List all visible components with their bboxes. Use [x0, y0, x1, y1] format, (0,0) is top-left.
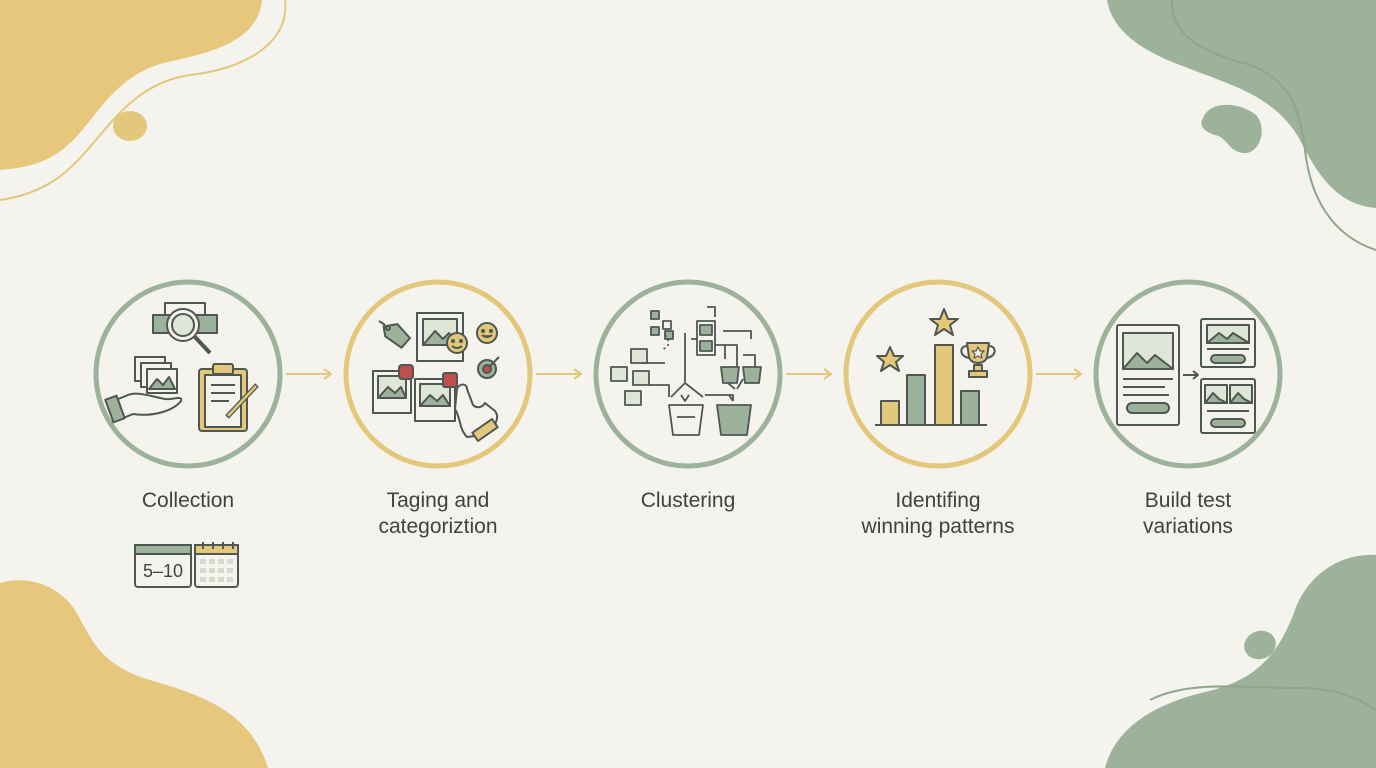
step-label-winning-patterns: Identifing winning patterns	[861, 489, 1015, 538]
step-label-tagging: Taging and categoriztion	[378, 489, 498, 538]
bottom-right-dot	[1244, 630, 1276, 660]
bottom-right-outline	[1149, 685, 1376, 711]
top-right-blob	[1107, 0, 1376, 208]
arrow-4	[1036, 368, 1083, 380]
step-label-test-variations: Build test variations	[1143, 489, 1233, 538]
calendar-icon: 5–10	[134, 542, 239, 588]
arrow-1	[286, 368, 333, 380]
test-variations-icon	[1093, 279, 1283, 469]
arrow-2	[536, 368, 583, 380]
bottom-right-blob	[1105, 554, 1376, 768]
top-left-blob	[0, 0, 262, 170]
top-left-dot	[113, 111, 147, 141]
collection-icon	[93, 279, 283, 469]
top-right-outline	[1170, 0, 1376, 251]
clustering-icon	[593, 279, 783, 469]
top-left-outline	[0, 0, 287, 201]
arrow-3	[786, 368, 833, 380]
top-right-dot	[1201, 104, 1262, 154]
step-label-clustering: Clustering	[640, 489, 736, 512]
calendar-range-text: 5–10	[143, 561, 183, 581]
step-label-collection: Collection	[141, 489, 235, 512]
bottom-left-blob	[0, 580, 268, 768]
winning-patterns-icon	[843, 279, 1033, 469]
tagging-icon	[343, 279, 533, 469]
